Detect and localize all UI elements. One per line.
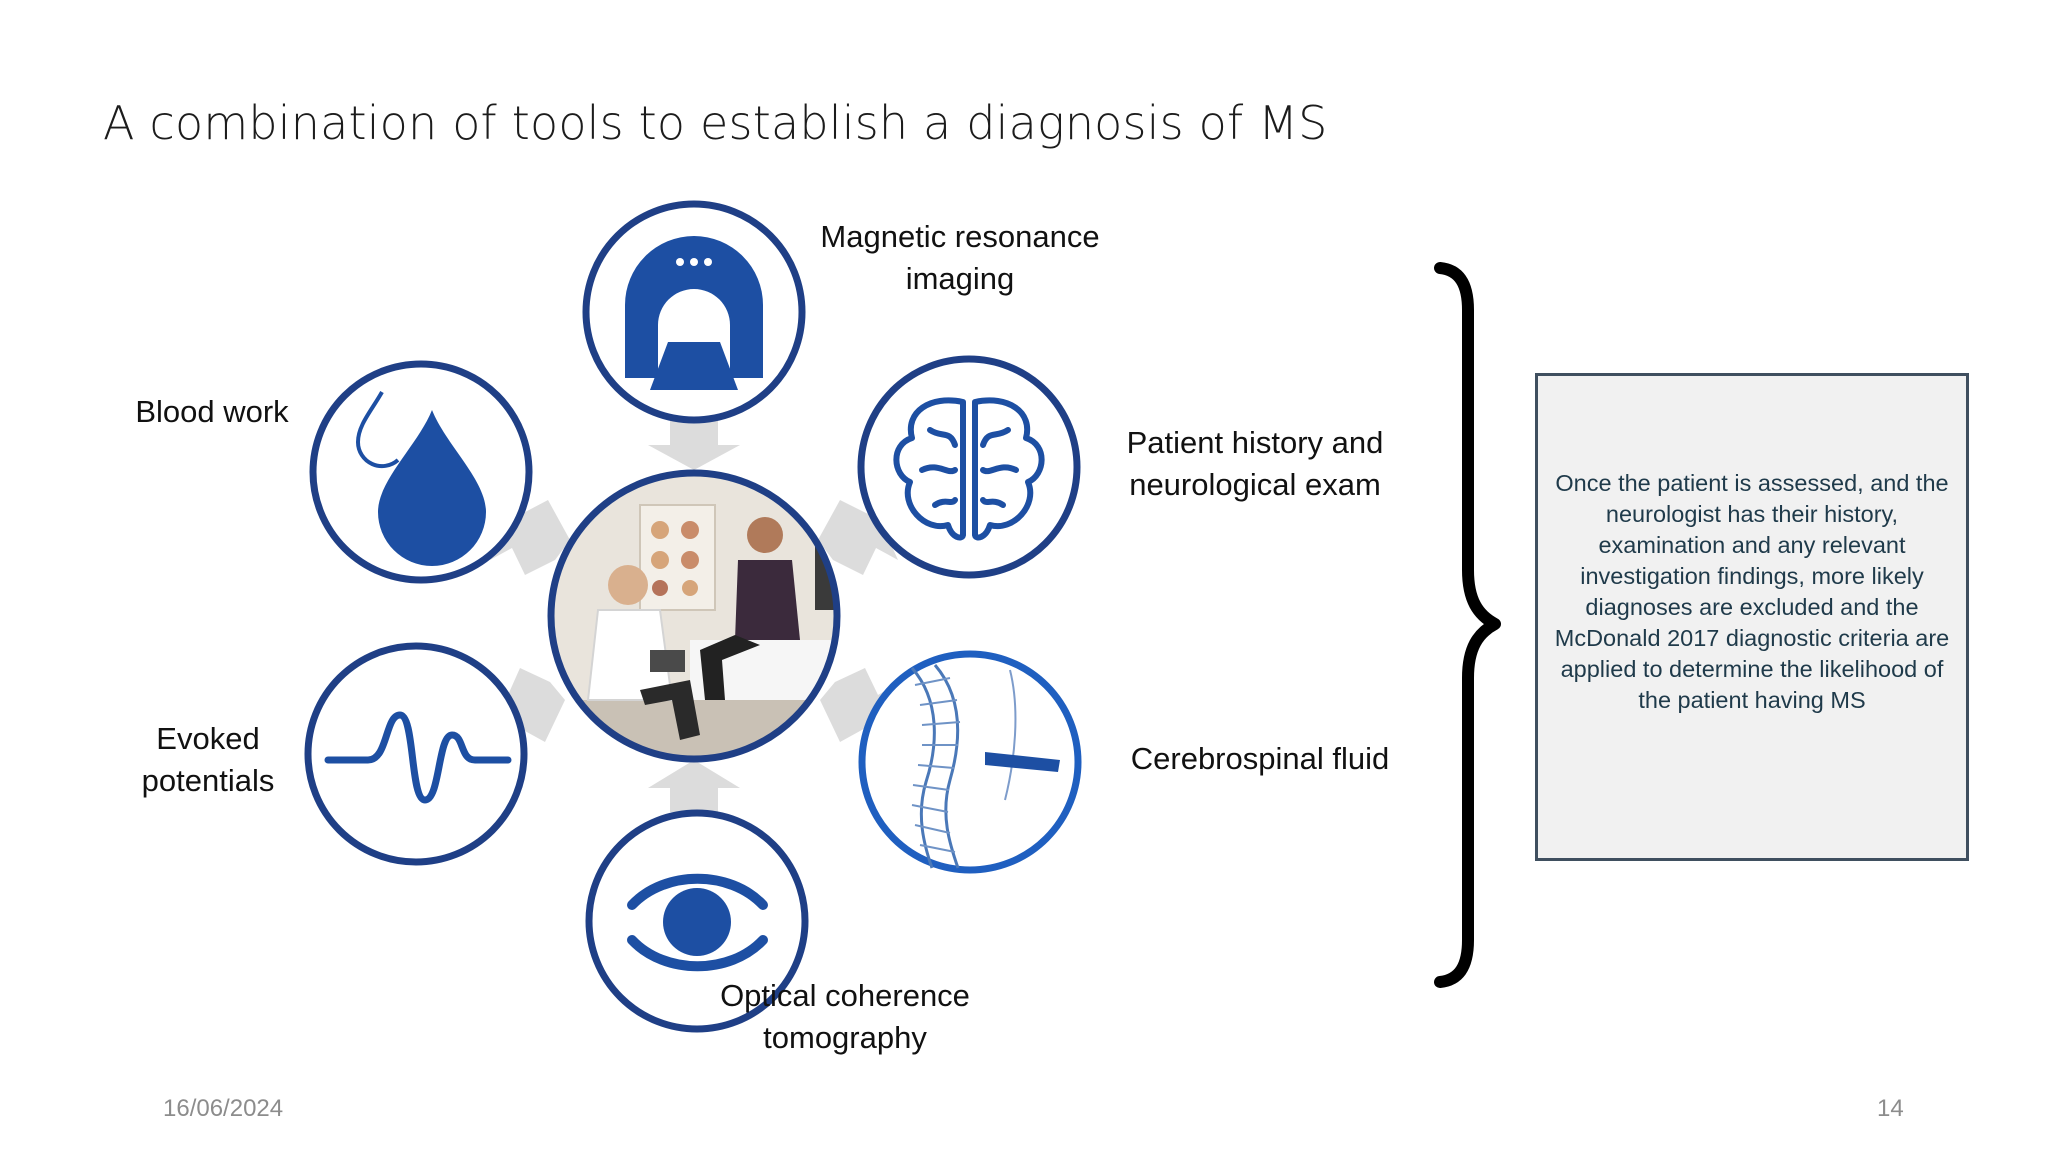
- arrow-from-blood: [490, 500, 570, 575]
- mri-node: [582, 200, 806, 424]
- history-label-line1: Patient history and: [1126, 425, 1384, 460]
- center-node: [547, 469, 841, 763]
- connector-arrows: [486, 420, 900, 812]
- blood-drop-icon: [355, 391, 486, 566]
- csf-label: Cerebrospinal fluid: [1130, 741, 1390, 776]
- arrow-from-oct: [648, 760, 740, 812]
- csf-node: [858, 650, 1082, 874]
- blood-label: Blood work: [135, 394, 289, 429]
- arrow-from-evoked: [486, 668, 565, 742]
- oct-label: Optical coherence tomography: [690, 975, 1000, 1059]
- evoked-node: [304, 642, 528, 866]
- eye-icon: [627, 873, 768, 972]
- arrow-from-csf: [820, 668, 900, 742]
- summary-box: Once the patient is assessed, and the ne…: [1535, 373, 1969, 861]
- waveform-icon: [324, 711, 512, 804]
- oct-label-line1: Optical coherence: [720, 978, 970, 1013]
- mri-scanner-icon: [625, 236, 763, 390]
- spine-puncture-icon: [910, 664, 1060, 869]
- brain-icon: [893, 397, 1045, 541]
- history-node: [857, 355, 1081, 579]
- doctor-patient-photo: [551, 473, 837, 759]
- history-label-line2: neurological exam: [1129, 467, 1381, 502]
- mri-label: Magnetic resonance imaging: [790, 216, 1130, 300]
- mri-label-line1: Magnetic resonance: [820, 219, 1100, 254]
- history-label: Patient history and neurological exam: [1100, 422, 1410, 506]
- oct-node: [585, 809, 809, 1033]
- page-number: 14: [1877, 1095, 1904, 1122]
- slide-date: 16/06/2024: [163, 1095, 284, 1122]
- blood-node: [309, 360, 533, 584]
- evoked-label-line2: potentials: [141, 763, 275, 798]
- evoked-label-line1: Evoked: [156, 721, 260, 756]
- curly-brace: [1434, 262, 1501, 988]
- arrow-from-history: [818, 500, 898, 575]
- oct-label-line2: tomography: [763, 1020, 927, 1055]
- mri-label-line2: imaging: [905, 261, 1015, 296]
- arrow-from-mri: [648, 420, 740, 470]
- evoked-label: Evoked potentials: [118, 718, 298, 802]
- slide-title: A combination of tools to establish a di…: [103, 96, 1328, 150]
- summary-text: Once the patient is assessed, and the ne…: [1554, 470, 1950, 713]
